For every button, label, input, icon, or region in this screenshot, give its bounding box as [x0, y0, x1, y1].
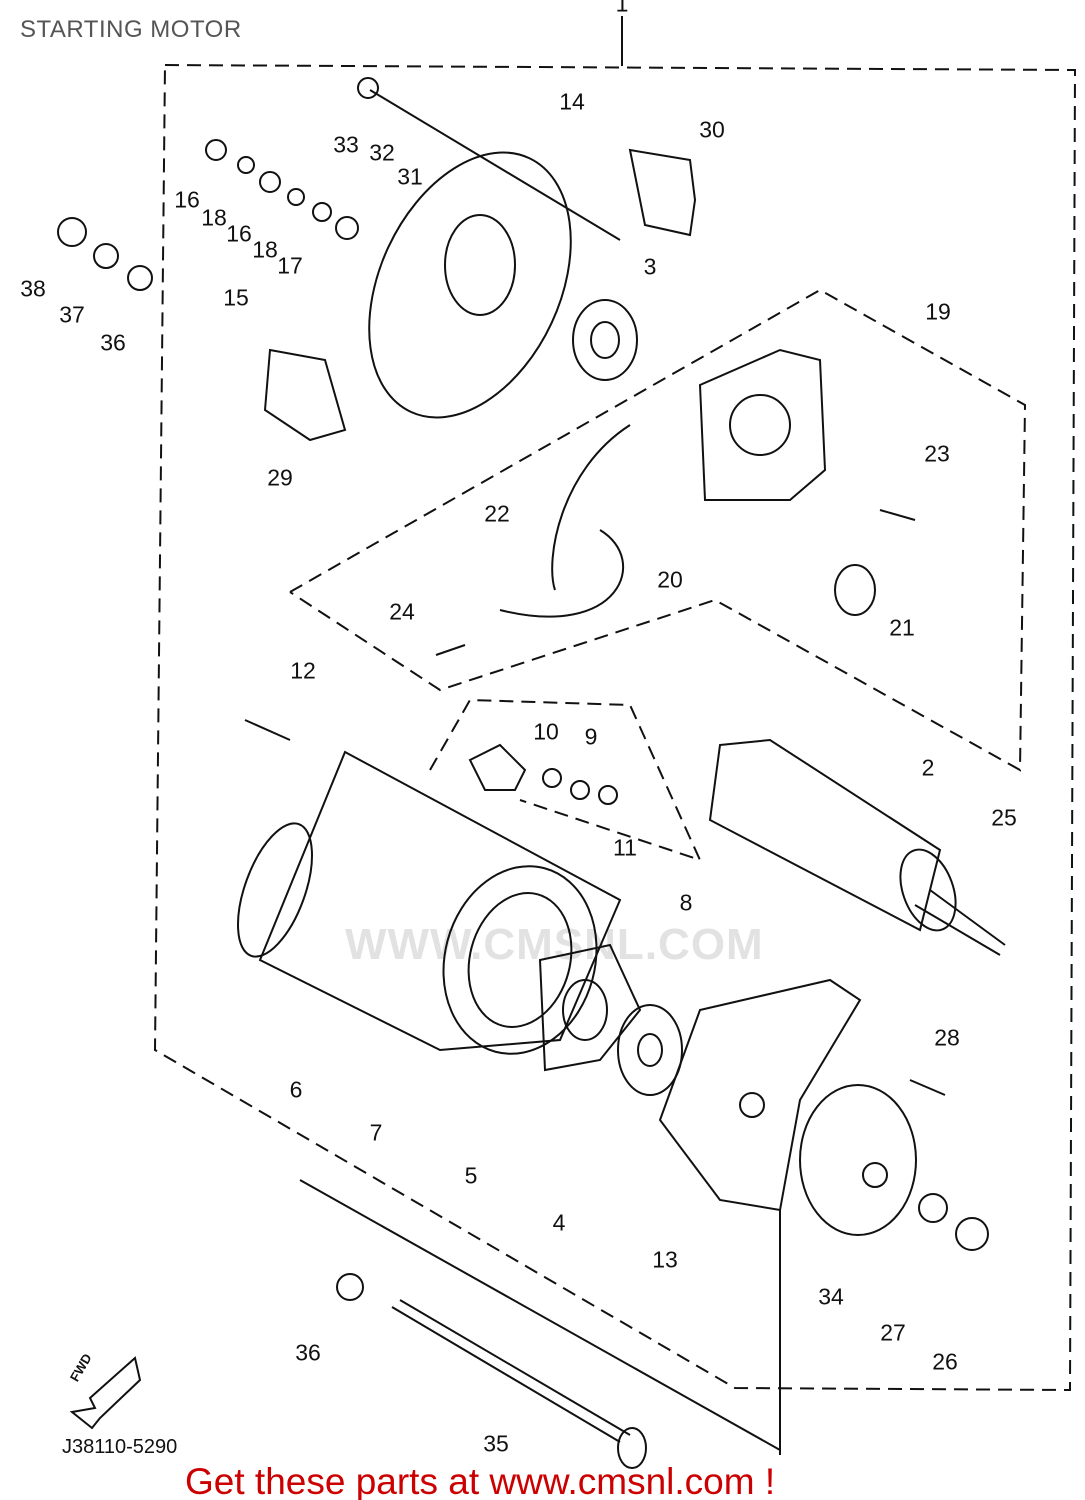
part-label[interactable]: 1	[615, 0, 629, 17]
part-label[interactable]: 23	[924, 440, 950, 467]
part-label[interactable]: 21	[889, 614, 915, 641]
part-label[interactable]: 8	[679, 889, 693, 916]
part-label[interactable]: 10	[533, 718, 559, 745]
assembly-boundary	[153, 64, 1077, 1392]
part-label[interactable]: 37	[59, 301, 85, 328]
part-label[interactable]: 16	[174, 186, 200, 213]
part-label[interactable]: 27	[880, 1319, 906, 1346]
part-label[interactable]: 24	[389, 598, 415, 625]
part-label[interactable]: 22	[484, 500, 510, 527]
part-label[interactable]: 18	[201, 204, 227, 231]
part-label[interactable]: 9	[584, 723, 598, 750]
part-label[interactable]: 36	[100, 329, 126, 356]
part-label[interactable]: 17	[277, 252, 303, 279]
diagram-title: STARTING MOTOR	[20, 16, 242, 43]
part-label[interactable]: 30	[699, 116, 725, 143]
part-label[interactable]: 31	[397, 163, 423, 190]
part-label[interactable]: 4	[552, 1209, 566, 1236]
diagram-code: J38110-5290	[62, 1436, 178, 1458]
part-label[interactable]: 32	[369, 139, 395, 166]
part-label[interactable]: 13	[652, 1246, 678, 1273]
part-label[interactable]: 28	[934, 1024, 960, 1051]
watermark: WWW.CMSNL.COM	[345, 920, 764, 969]
part-label[interactable]: 29	[267, 464, 293, 491]
part-label[interactable]: 7	[369, 1119, 383, 1146]
part-label[interactable]: 36	[295, 1339, 321, 1366]
part-label[interactable]: 19	[925, 298, 951, 325]
part-label[interactable]: 18	[252, 236, 278, 263]
part-label[interactable]: 25	[991, 804, 1017, 831]
promo-link[interactable]: Get these parts at www.cmsnl.com !	[185, 1461, 776, 1500]
part-label[interactable]: 6	[289, 1076, 303, 1103]
part-label[interactable]: 15	[223, 284, 249, 311]
fwd-arrow-icon	[69, 1356, 142, 1430]
part-label[interactable]: 16	[226, 220, 252, 247]
part-label[interactable]: 2	[921, 754, 935, 781]
part-label[interactable]: 11	[613, 834, 637, 861]
part-label[interactable]: 3	[643, 253, 657, 280]
part-label[interactable]: 26	[932, 1348, 958, 1375]
part-label[interactable]: 12	[290, 657, 316, 684]
part-label[interactable]: 5	[464, 1162, 478, 1189]
part-label[interactable]: 33	[333, 131, 359, 158]
part-label[interactable]: 38	[20, 275, 46, 302]
part-label[interactable]: 20	[657, 566, 683, 593]
part-label[interactable]: 34	[818, 1283, 844, 1310]
part-label[interactable]: 35	[483, 1430, 509, 1457]
part-label[interactable]: 14	[559, 88, 585, 115]
